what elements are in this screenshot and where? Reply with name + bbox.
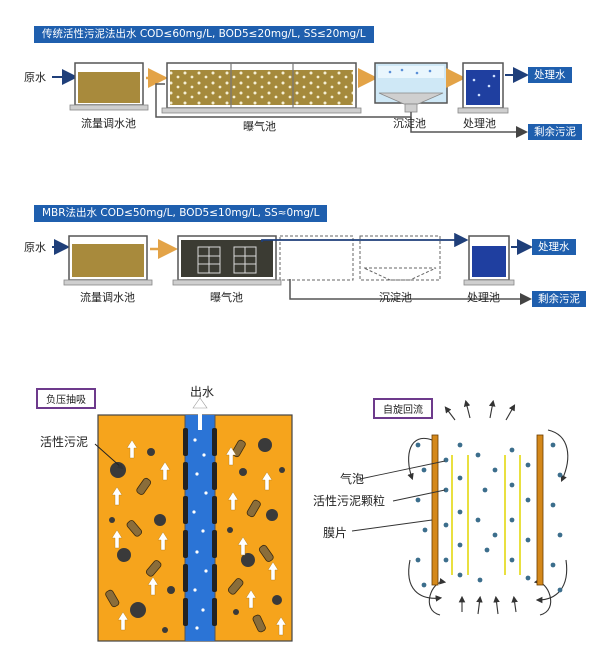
bypassed-sedimentation-tank (279, 235, 462, 281)
sludge-particle-label: 活性污泥颗粒 (313, 494, 386, 508)
treated-water-tag: 处理水 (532, 239, 576, 255)
mbr-aeration-tank (172, 235, 282, 286)
sludge-arrow (410, 117, 528, 138)
treated-water-tag: 处理水 (528, 67, 572, 83)
treated-water-tank (463, 235, 515, 286)
section1-flow (52, 62, 529, 138)
section2-title: MBR法出水 COD≤50mg/L, BOD5≤10mg/L, SS≈0mg/L (34, 205, 328, 222)
vacuum-suction-tag: 负压抽吸 (36, 388, 96, 409)
return-sludge-line (155, 83, 412, 118)
sedimentation-tank-label: 沉淀池 (379, 291, 412, 304)
spin-reflux-tag: 自旋回流 (373, 398, 433, 419)
section2-flow (52, 232, 533, 305)
aeration-tank (161, 62, 362, 114)
membrane-plate (431, 434, 439, 586)
sedimentation-tank (374, 62, 448, 113)
equalization-tank (63, 235, 153, 286)
spin-reflux-panel (351, 399, 569, 616)
sedimentation-tank-label: 沉淀池 (393, 117, 426, 130)
treatment-tank-label: 处理池 (463, 117, 496, 130)
activated-sludge-label: 活性污泥 (40, 435, 89, 449)
equalization-tank-label: 流量调水池 (80, 291, 135, 304)
treatment-tank-label: 处理池 (467, 291, 500, 304)
excess-sludge-tag: 剩余污泥 (528, 124, 582, 140)
membrane-plate (536, 434, 544, 586)
vacuum-suction-panel (94, 397, 293, 642)
aeration-tank-label: 曝气池 (243, 120, 276, 133)
sludge-leader-line (94, 443, 124, 470)
raw-water-label: 原水 (24, 71, 46, 84)
permeate-line (261, 232, 469, 248)
section1-title: 传统活性污泥法出水 COD≤60mg/L, BOD5≤20mg/L, SS≤20… (34, 26, 374, 43)
excess-sludge-tag: 剩余污泥 (532, 291, 586, 307)
sludge-arrow (289, 279, 532, 305)
equalization-tank-label: 流量调水池 (81, 117, 136, 130)
equalization-tank (69, 62, 149, 111)
bubble-label: 气泡 (340, 472, 365, 486)
aeration-tank-label: 曝气池 (210, 291, 243, 304)
treated-water-tank (457, 62, 509, 114)
outlet-label: 出水 (190, 385, 215, 399)
raw-water-label: 原水 (24, 241, 46, 254)
membrane-sheet-label: 膜片 (323, 526, 348, 540)
